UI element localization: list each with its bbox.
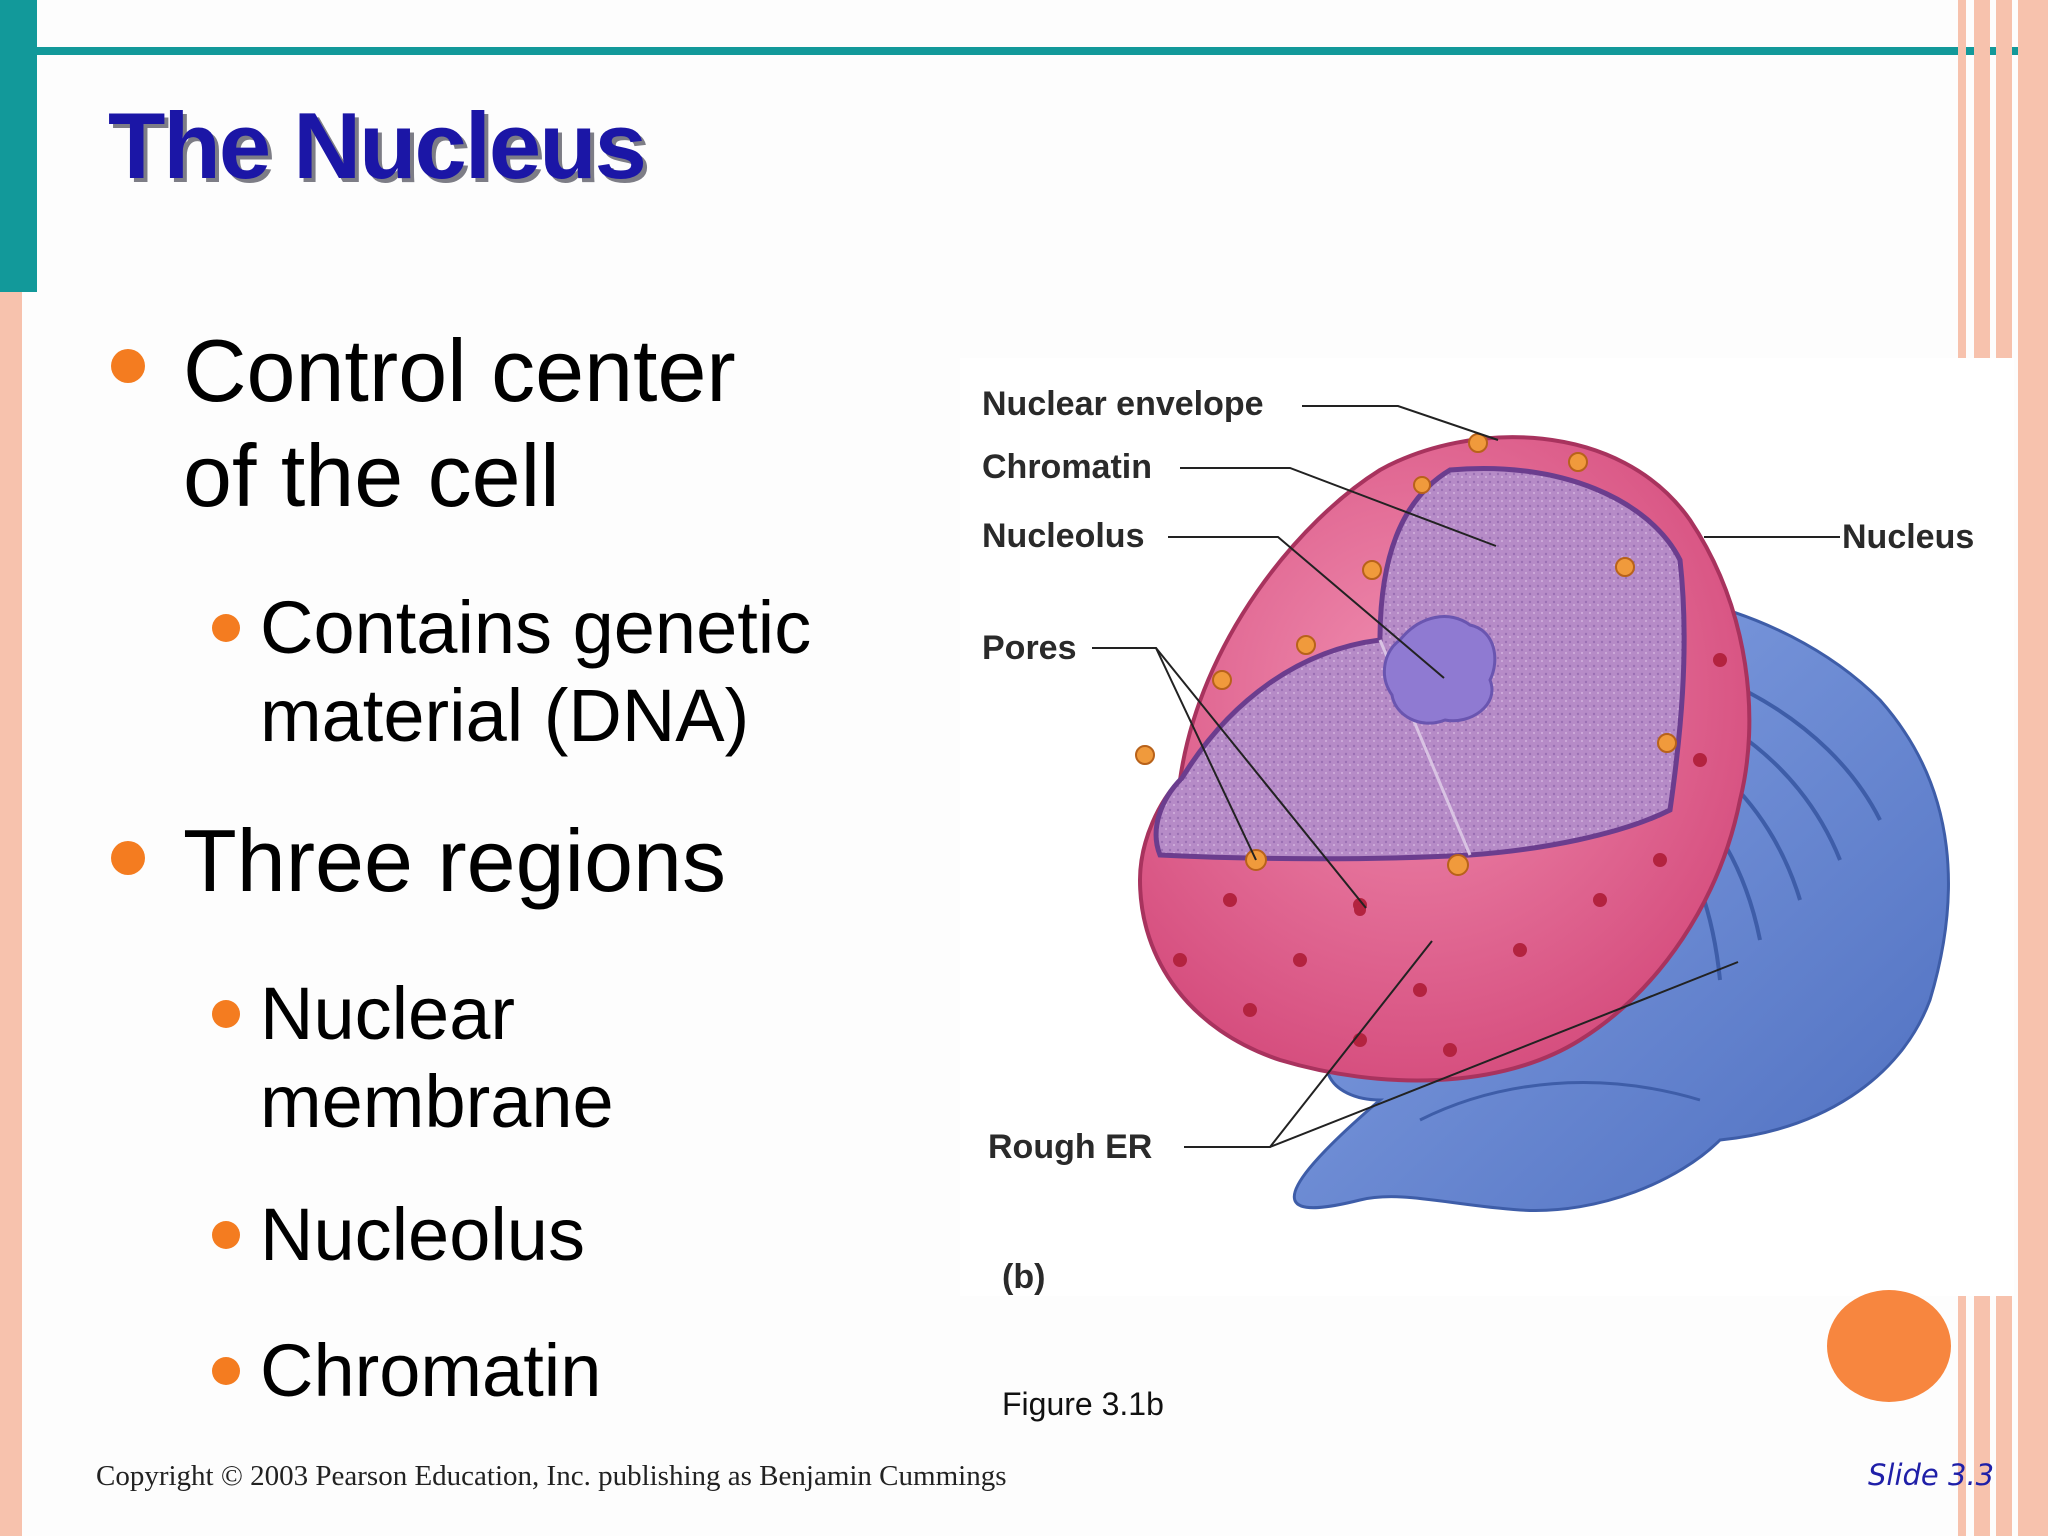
label-pores: Pores (982, 629, 1077, 667)
pore-markers (1135, 433, 1677, 876)
label-nucleolus: Nucleolus (982, 517, 1144, 555)
bullet-line: material (DNA) (260, 674, 750, 757)
bullet-text: Control center of the cell (183, 318, 736, 528)
bullet-line: Nucleolus (260, 1193, 585, 1276)
nucleus-sphere (1135, 433, 1752, 1083)
nucleolus-shape (1383, 615, 1497, 725)
bullet-line: Nuclear (260, 972, 515, 1055)
leader-lines (1092, 405, 1840, 1148)
bullet-line: Chromatin (260, 1329, 602, 1412)
label-nuclear-envelope: Nuclear envelope (982, 385, 1264, 423)
slide-title: The Nucleus (108, 93, 647, 198)
sub-bullet-dot (212, 1357, 240, 1385)
nucleus-illustration: Nuclear envelope Chromatin Nucleolus Por… (982, 385, 1974, 1296)
sub-bullet-dot (212, 1000, 240, 1028)
left-peach-bar (0, 292, 22, 1536)
label-rough-er: Rough ER (988, 1128, 1152, 1166)
bullet-text: Three regions (183, 808, 726, 913)
bullet-line: Contains genetic (260, 586, 812, 669)
bullet-line: Control center (183, 321, 736, 420)
copyright-notice: Copyright © 2003 Pearson Education, Inc.… (96, 1460, 1007, 1492)
sub-bullet-text: Chromatin (260, 1327, 601, 1415)
surface-pores (1173, 653, 1727, 1057)
sub-bullet-dot (212, 614, 240, 642)
label-nucleus: Nucleus (1842, 518, 1974, 556)
sub-bullet-text: Contains genetic material (DNA) (260, 584, 811, 760)
bullet-line: Three regions (183, 811, 726, 910)
right-stripe (2018, 0, 2048, 1536)
decorative-orange-circle (1827, 1290, 1951, 1402)
figure-caption: Figure 3.1b (1002, 1386, 1164, 1422)
figure-panel: Nuclear envelope Chromatin Nucleolus Por… (960, 358, 2014, 1296)
left-accent-bar (0, 0, 37, 292)
bullet-dot (111, 349, 145, 383)
bullet-dot (111, 841, 145, 875)
slide-number: Slide 3.3 (1868, 1458, 1995, 1492)
label-chromatin: Chromatin (982, 448, 1152, 486)
label-panel-b: (b) (1002, 1258, 1045, 1296)
sub-bullet-text: Nucleolus (260, 1191, 585, 1279)
sub-bullet-text: Nuclear membrane (260, 970, 614, 1146)
bullet-line: of the cell (183, 426, 560, 525)
top-rule (37, 47, 2030, 55)
bullet-line: membrane (260, 1060, 614, 1143)
sub-bullet-dot (212, 1221, 240, 1249)
